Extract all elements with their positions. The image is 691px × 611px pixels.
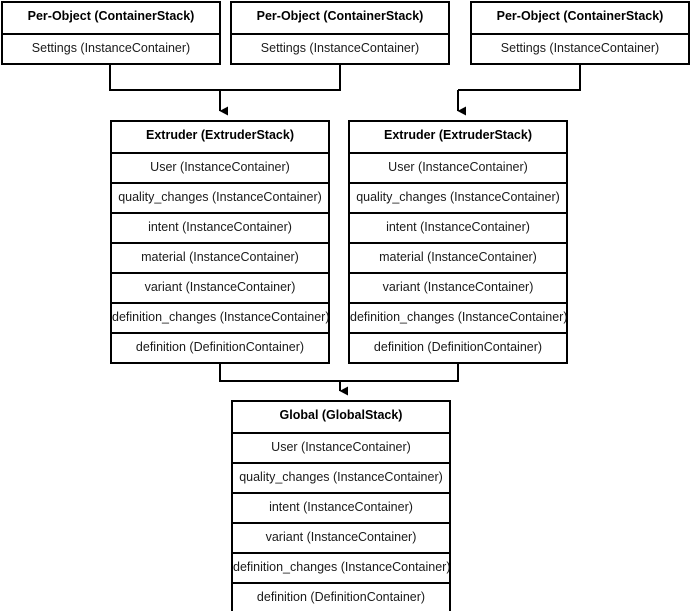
stack-header: Global (GlobalStack) [233,402,449,432]
stack-row: quality_changes (InstanceContainer) [350,182,566,212]
stack-row: intent (InstanceContainer) [350,212,566,242]
stack-row: material (InstanceContainer) [350,242,566,272]
stack-box-per-object-1[interactable]: Per-Object (ContainerStack) Settings (In… [1,1,221,65]
stack-header: Extruder (ExtruderStack) [350,122,566,152]
stack-row: User (InstanceContainer) [350,152,566,182]
stack-row: User (InstanceContainer) [112,152,328,182]
stack-row: definition (DefinitionContainer) [112,332,328,362]
stack-row: Settings (InstanceContainer) [232,33,448,63]
edge-per-object-3-to-extruder-2 [458,61,581,91]
edge-per-object-1-to-extruder-1 [109,61,220,91]
stack-row: definition_changes (InstanceContainer) [233,552,449,582]
stack-box-per-object-2[interactable]: Per-Object (ContainerStack) Settings (In… [230,1,450,65]
stack-box-extruder-1[interactable]: Extruder (ExtruderStack) User (InstanceC… [110,120,330,364]
stack-row: definition (DefinitionContainer) [233,582,449,611]
stack-row: quality_changes (InstanceContainer) [112,182,328,212]
stack-row: variant (InstanceContainer) [112,272,328,302]
stack-header: Per-Object (ContainerStack) [3,3,219,33]
stack-row: User (InstanceContainer) [233,432,449,462]
stack-box-global[interactable]: Global (GlobalStack) User (InstanceConta… [231,400,451,611]
stack-row: intent (InstanceContainer) [112,212,328,242]
edge-per-object-2-to-extruder-1 [220,61,341,91]
stack-row: definition_changes (InstanceContainer) [350,302,566,332]
stack-header: Extruder (ExtruderStack) [112,122,328,152]
stack-row: quality_changes (InstanceContainer) [233,462,449,492]
stack-row: variant (InstanceContainer) [350,272,566,302]
stack-box-per-object-3[interactable]: Per-Object (ContainerStack) Settings (In… [470,1,690,65]
stack-row: definition_changes (InstanceContainer) [112,302,328,332]
stack-row: Settings (InstanceContainer) [3,33,219,63]
stack-header: Per-Object (ContainerStack) [472,3,688,33]
stack-row: intent (InstanceContainer) [233,492,449,522]
stack-row: variant (InstanceContainer) [233,522,449,552]
stack-row: Settings (InstanceContainer) [472,33,688,63]
stack-row: material (InstanceContainer) [112,242,328,272]
stack-box-extruder-2[interactable]: Extruder (ExtruderStack) User (InstanceC… [348,120,568,364]
stack-header: Per-Object (ContainerStack) [232,3,448,33]
stack-row: definition (DefinitionContainer) [350,332,566,362]
